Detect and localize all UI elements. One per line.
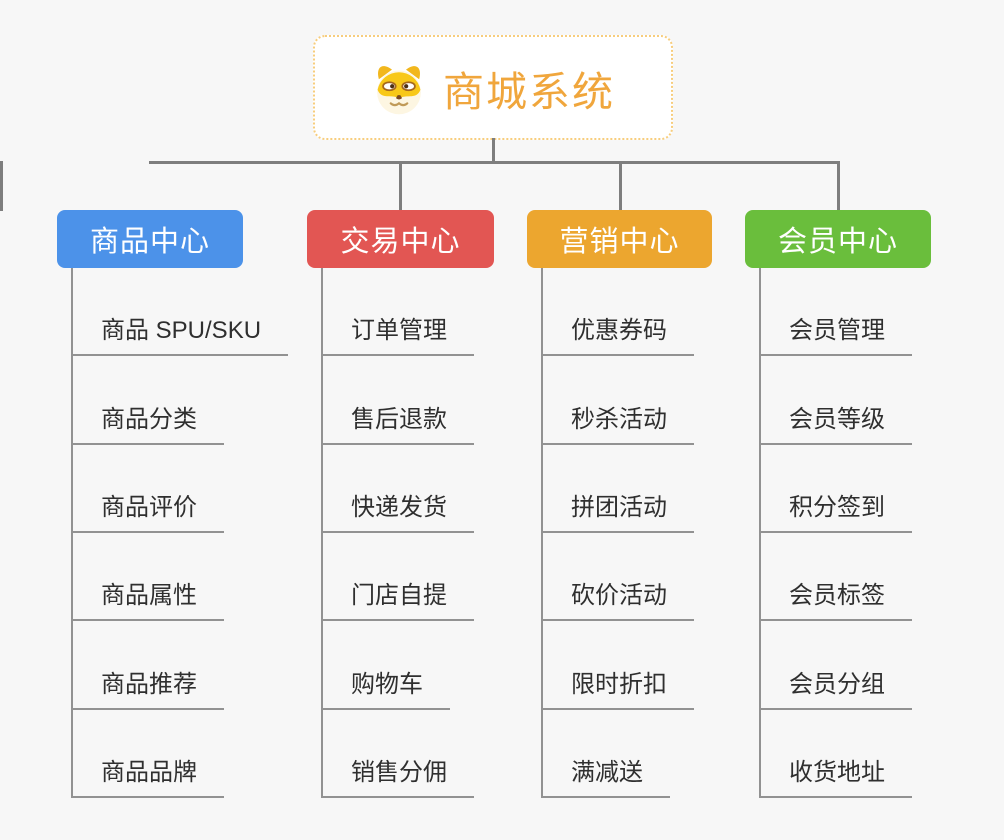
child-row: 商品 SPU/SKU	[73, 268, 289, 357]
child-row: 会员管理	[761, 268, 912, 357]
dog-icon	[371, 60, 427, 116]
child-row: 商品属性	[73, 533, 288, 622]
child-row: 商品推荐	[73, 621, 288, 710]
branch-node[interactable]: 会员中心	[745, 210, 931, 268]
child-topic[interactable]: 限时折扣	[543, 664, 694, 710]
child-topic[interactable]: 收货地址	[761, 752, 912, 798]
branch-children: 会员管理 会员等级 积分签到 会员标签 会员分组 收货地址	[759, 268, 912, 798]
child-topic[interactable]: 商品属性	[73, 575, 224, 622]
connector-branch-drop	[399, 161, 402, 211]
branch-label: 营销中心	[559, 226, 680, 258]
child-topic[interactable]: 购物车	[323, 664, 450, 710]
connector-branch-drop	[837, 161, 840, 211]
connector-branch-drop	[619, 161, 622, 211]
child-topic[interactable]: 售后退款	[323, 399, 474, 445]
child-topic[interactable]: 优惠券码	[543, 310, 694, 357]
child-row: 会员等级	[761, 356, 912, 445]
branch-2: 交易中心 订单管理 售后退款 快递发货 门店自提 购物车 销售分佣	[307, 210, 494, 798]
branch-4: 会员中心 会员管理 会员等级 积分签到 会员标签 会员分组 收货地址	[745, 210, 931, 798]
child-row: 商品品牌	[73, 710, 288, 798]
child-row: 会员标签	[761, 533, 912, 622]
root-title: 商城系统	[443, 68, 615, 115]
branch-1: 商品中心 商品 SPU/SKU 商品分类 商品评价 商品属性 商品推荐 商品品牌	[57, 210, 289, 798]
child-row: 订单管理	[323, 268, 474, 357]
child-topic[interactable]: 拼团活动	[543, 487, 694, 533]
child-row: 砍价活动	[543, 533, 694, 622]
child-row: 秒杀活动	[543, 356, 694, 445]
child-topic[interactable]: 会员标签	[761, 575, 912, 622]
branch-label: 商品中心	[89, 226, 210, 258]
branch-node[interactable]: 交易中心	[307, 210, 494, 268]
child-topic[interactable]: 销售分佣	[323, 752, 474, 798]
branch-node[interactable]: 营销中心	[527, 210, 712, 268]
branch-label: 交易中心	[340, 226, 461, 258]
child-row: 快递发货	[323, 445, 474, 533]
child-topic[interactable]: 商品 SPU/SKU	[73, 310, 289, 357]
child-row: 会员分组	[761, 621, 912, 710]
child-row: 商品评价	[73, 445, 288, 533]
child-row: 购物车	[323, 621, 474, 710]
child-topic[interactable]: 砍价活动	[543, 575, 694, 622]
connector-horizontal-bar	[149, 161, 839, 164]
child-topic[interactable]: 会员分组	[761, 664, 912, 710]
branch-children: 商品 SPU/SKU 商品分类 商品评价 商品属性 商品推荐 商品品牌	[71, 268, 289, 798]
child-topic[interactable]: 商品评价	[73, 487, 224, 533]
child-topic[interactable]: 秒杀活动	[543, 399, 694, 445]
child-row: 收货地址	[761, 710, 912, 798]
child-topic[interactable]: 满减送	[543, 752, 670, 798]
branch-node[interactable]: 商品中心	[57, 210, 243, 268]
child-row: 门店自提	[323, 533, 474, 622]
child-row: 销售分佣	[323, 710, 474, 798]
branch-children: 订单管理 售后退款 快递发货 门店自提 购物车 销售分佣	[321, 268, 474, 798]
child-row: 优惠券码	[543, 268, 694, 357]
branch-label: 会员中心	[777, 226, 898, 258]
child-topic[interactable]: 商品分类	[73, 399, 224, 445]
child-topic[interactable]: 门店自提	[323, 575, 474, 622]
child-row: 满减送	[543, 710, 694, 798]
child-topic[interactable]: 会员等级	[761, 399, 912, 445]
connector-branch-drop	[0, 161, 3, 211]
connector-root-stem	[492, 138, 495, 162]
child-topic[interactable]: 快递发货	[323, 487, 474, 533]
child-topic[interactable]: 订单管理	[323, 310, 474, 357]
child-topic[interactable]: 积分签到	[761, 487, 912, 533]
child-row: 售后退款	[323, 356, 474, 445]
child-row: 积分签到	[761, 445, 912, 533]
root-node[interactable]: 商城系统	[313, 35, 673, 140]
branch-3: 营销中心 优惠券码 秒杀活动 拼团活动 砍价活动 限时折扣 满减送	[527, 210, 712, 798]
child-row: 限时折扣	[543, 621, 694, 710]
child-topic[interactable]: 商品品牌	[73, 752, 224, 798]
child-row: 商品分类	[73, 356, 288, 445]
branch-children: 优惠券码 秒杀活动 拼团活动 砍价活动 限时折扣 满减送	[541, 268, 694, 798]
child-topic[interactable]: 商品推荐	[73, 664, 224, 710]
child-topic[interactable]: 会员管理	[761, 310, 912, 357]
child-row: 拼团活动	[543, 445, 694, 533]
